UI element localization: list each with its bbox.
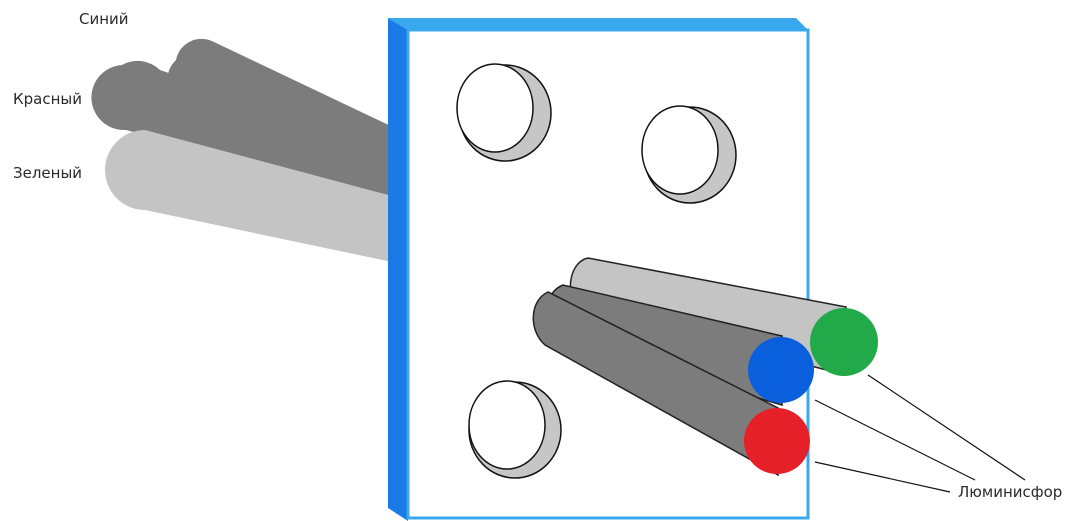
incoming-beams	[91, 38, 395, 262]
mask-hole	[641, 105, 737, 204]
exiting-beam-red	[532, 291, 779, 477]
mask-left-edge	[388, 18, 408, 521]
hole-opening	[456, 63, 534, 153]
leader-line-red	[814, 461, 951, 493]
hole-opening	[468, 380, 546, 470]
phosphor-dot-green	[810, 308, 878, 376]
label-green: Зеленый	[13, 164, 83, 182]
mask-hole	[468, 380, 562, 479]
leader-line-blue	[814, 399, 976, 481]
phosphor-leader-lines	[814, 374, 1026, 493]
mask-top-edge	[388, 18, 808, 30]
incoming-beam-red	[91, 60, 392, 201]
label-red: Красный	[13, 90, 83, 108]
phosphor-dot-red	[744, 408, 810, 474]
label-phosphor: Люминисфор	[958, 483, 1063, 501]
phosphor-dots	[744, 308, 878, 474]
mask-hole	[456, 63, 552, 162]
phosphor-dot-blue	[748, 337, 814, 403]
leader-line-green	[867, 374, 1026, 481]
incoming-beam-green	[105, 130, 392, 262]
label-blue: Синий	[79, 10, 129, 28]
hole-opening	[641, 105, 719, 195]
